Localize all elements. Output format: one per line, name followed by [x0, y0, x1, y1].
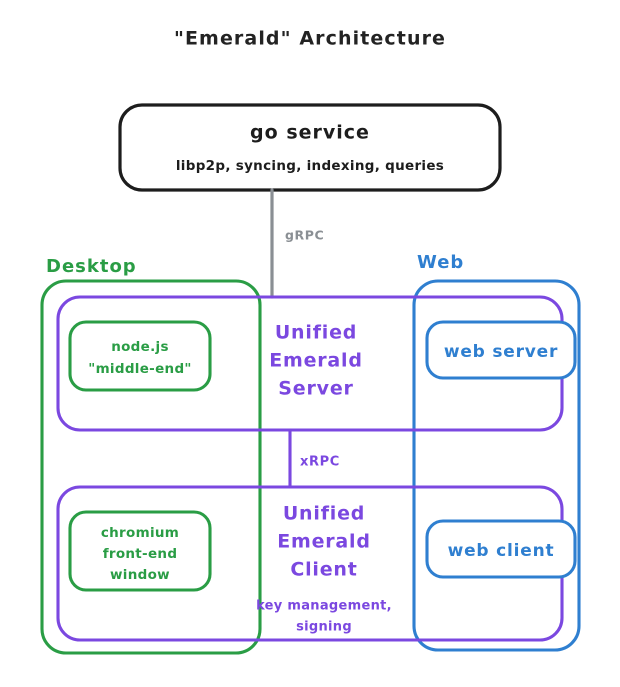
go-service-box[interactable] — [118, 103, 502, 192]
client-band-note-line2: signing — [296, 620, 352, 635]
chromium-label-line3: window — [110, 567, 170, 583]
client-band-label-line3: Client — [290, 559, 357, 581]
grpc-connector-label: gRPC — [285, 228, 324, 243]
node-js-middle-end-box[interactable] — [68, 320, 212, 392]
web-server-box[interactable] — [425, 320, 577, 380]
node-js-label-line1: node.js — [111, 339, 169, 355]
client-band-label-line2: Emerald — [277, 531, 371, 553]
server-band-label-line1: Unified — [275, 322, 357, 344]
desktop-zone-container[interactable] — [40, 279, 262, 655]
web-zone-container[interactable] — [412, 279, 581, 652]
go-service-title: go service — [250, 122, 370, 144]
server-band-label-line2: Emerald — [269, 350, 363, 372]
web-client-box[interactable] — [425, 519, 577, 579]
chromium-label-line2: front-end — [103, 546, 178, 562]
web-server-label: web server — [444, 342, 558, 362]
chromium-label-line1: chromium — [101, 525, 179, 541]
chromium-front-end-box[interactable] — [68, 510, 212, 592]
xrpc-connector-label: xRPC — [300, 455, 340, 470]
page-title: "Emerald" Architecture — [174, 28, 446, 50]
client-band-note-line1: key management, — [256, 599, 392, 614]
server-band-label-line3: Server — [278, 378, 353, 400]
node-js-label-line2: "middle-end" — [88, 361, 192, 377]
go-service-subtitle: libp2p, syncing, indexing, queries — [176, 158, 444, 174]
zone-label-web: Web — [417, 252, 464, 273]
zone-label-desktop: Desktop — [46, 256, 137, 277]
web-client-label: web client — [448, 541, 555, 561]
client-band-label-line1: Unified — [283, 503, 365, 525]
